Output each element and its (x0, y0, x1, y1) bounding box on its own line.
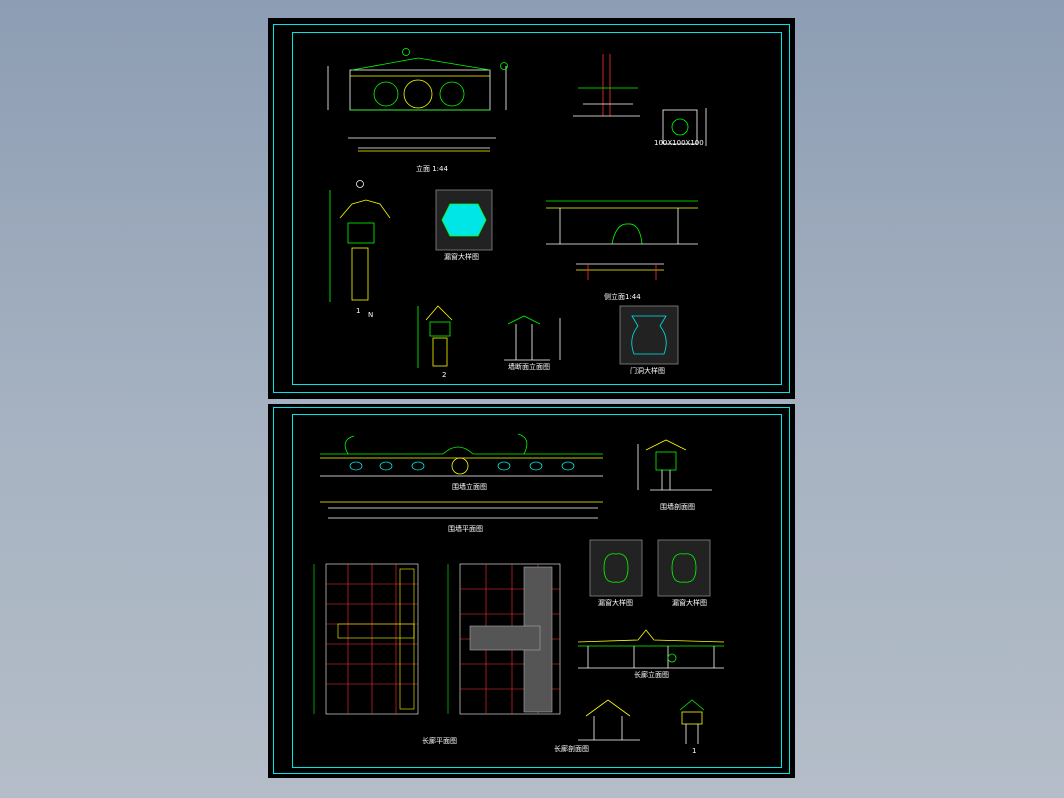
corridor-section-drawing (578, 699, 705, 744)
door-detail-drawing (619, 305, 679, 365)
sheet-frame-outer (273, 407, 790, 774)
corridor-plan-1 (313, 563, 419, 715)
front-elevation-title: 立面 1:44 (416, 165, 448, 173)
drawing-sheet-bottom: 围墙立面图 围墙平面图 围墙剖面图 漏窗大样图 漏窗大样图 长廊平面图 长廊立面… (268, 404, 795, 778)
sheet-frame-outer (273, 24, 790, 393)
north-mark-1: N (368, 311, 374, 319)
wall-section-drawing (637, 439, 712, 491)
side-elevation-title: 侧立面1:44 (604, 293, 641, 301)
section-1-mark: 1 (692, 747, 697, 755)
wall-elevation-drawing (320, 433, 603, 519)
corridor-elevation-title: 长廊立面图 (634, 671, 669, 679)
window-details-b-c (589, 539, 711, 597)
pillar-section-2 (417, 305, 453, 368)
detail-square-label: 100X100X100 (654, 139, 704, 147)
corridor-section-title: 长廊剖面图 (554, 745, 589, 753)
front-elevation-drawing (327, 48, 508, 152)
sheet-frame-inner (292, 414, 782, 768)
bottom-sheet-drawings (313, 433, 725, 744)
side-elevation-drawing (546, 200, 698, 280)
door-detail-title: 门洞大样图 (630, 367, 665, 375)
wall-section-title: 围墙剖面图 (660, 503, 695, 511)
window-b-title: 漏窗大样图 (598, 599, 633, 607)
pillar-section-1 (329, 180, 391, 302)
wall-section-title: 墙断面立面图 (508, 363, 550, 371)
wall-section-drawing (504, 315, 561, 361)
section-1-mark: 1 (356, 307, 361, 315)
wall-elevation-title: 围墙立面图 (452, 483, 487, 491)
drawing-sheet-top: 立面 1:44 100X100X100 漏窗大样图 侧立面1:44 墙断面立面图… (268, 18, 795, 399)
section-2-mark: 2 (442, 371, 447, 379)
wall-plan-title: 围墙平面图 (448, 525, 483, 533)
corridor-elevation-drawing (577, 629, 725, 669)
window-a-title: 漏窗大样图 (444, 253, 479, 261)
top-sheet-drawings (327, 48, 707, 368)
column-section-drawing (573, 54, 707, 146)
window-detail-a (435, 189, 493, 251)
sheet-frame-inner (292, 32, 782, 385)
window-c-title: 漏窗大样图 (672, 599, 707, 607)
corridor-plan-title: 长廊平面图 (422, 737, 457, 745)
corridor-plan-2 (447, 563, 561, 715)
